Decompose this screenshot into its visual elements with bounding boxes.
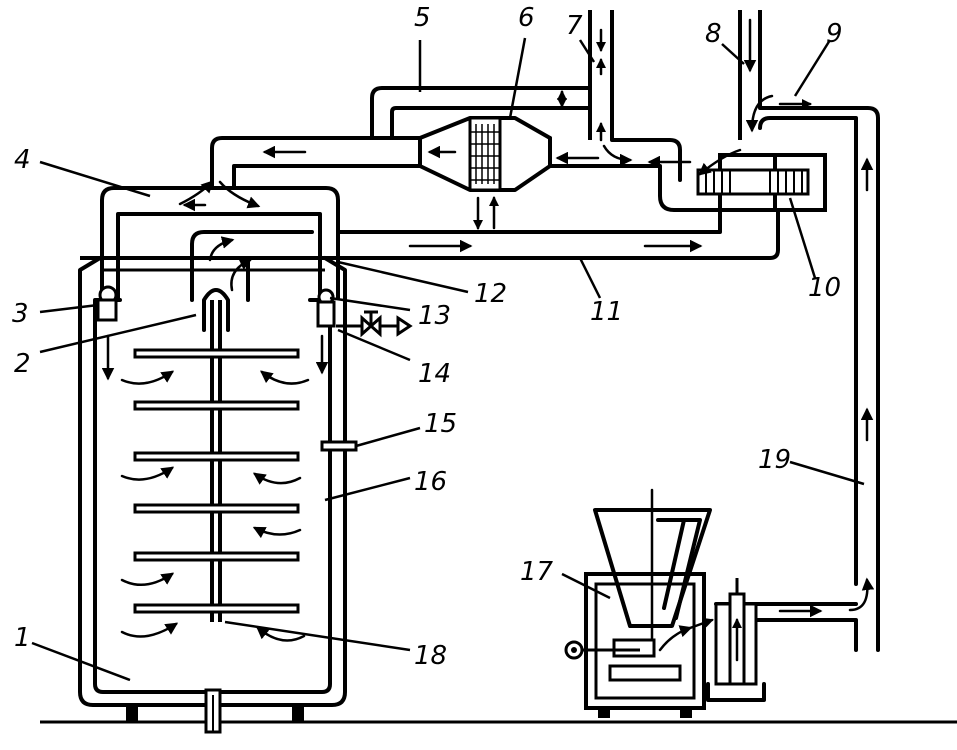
bypass-duct-5	[370, 86, 592, 140]
label-11: 11	[590, 297, 623, 327]
valve-14	[336, 310, 413, 338]
inlet-7	[588, 10, 633, 167]
nozzle-13	[316, 288, 336, 328]
label-19: 19	[758, 445, 791, 475]
label-1: 1	[14, 623, 31, 653]
number-labels: 1 2 3 4 5 6 7 8 9 10 11 12 13 14 15 16 1…	[12, 3, 843, 671]
label-15: 15	[424, 409, 457, 439]
label-7: 7	[566, 11, 583, 41]
inner-inlet-12	[190, 230, 314, 302]
label-16: 16	[414, 467, 447, 497]
dosing-unit-17	[564, 488, 858, 718]
label-2: 2	[14, 349, 31, 379]
label-17: 17	[520, 557, 554, 587]
label-6: 6	[518, 3, 535, 33]
duct-to-filter	[210, 136, 457, 190]
label-9: 9	[826, 19, 843, 49]
label-8: 8	[705, 19, 722, 49]
inlet-8	[738, 10, 774, 140]
label-14: 14	[418, 359, 451, 389]
return-duct-19	[758, 99, 880, 652]
fan-housing-10	[548, 136, 827, 212]
nozzle-3	[96, 285, 118, 322]
label-12: 12	[474, 279, 507, 309]
label-3: 3	[12, 299, 29, 329]
air-duct-4	[100, 180, 340, 300]
mixer-tank	[78, 256, 347, 734]
label-18: 18	[414, 641, 447, 671]
label-13: 13	[418, 301, 451, 331]
duct-11	[336, 206, 780, 260]
label-5: 5	[414, 3, 431, 33]
filter-6	[418, 116, 600, 230]
label-10: 10	[808, 273, 841, 303]
label-4: 4	[14, 145, 31, 175]
level-gauge-15	[320, 440, 358, 452]
leader-lines	[31, 37, 865, 682]
